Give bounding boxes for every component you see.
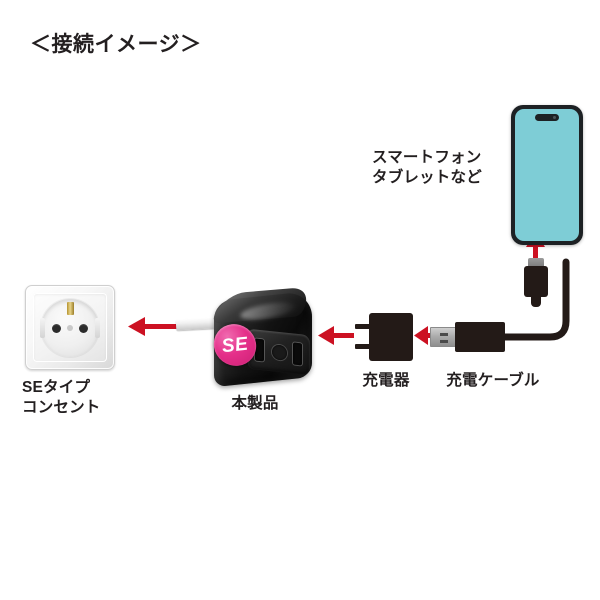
usb-a-contact-bottom	[440, 340, 448, 343]
outlet-ground-clip-right	[95, 317, 100, 338]
cable-label: 充電ケーブル	[446, 372, 540, 389]
se-badge-text: SE	[220, 333, 250, 357]
charger-icon	[355, 313, 413, 361]
charger-prong-top	[355, 324, 371, 329]
usb-a-connector-icon	[430, 322, 505, 352]
phone-camera-dot	[553, 116, 556, 119]
usb-c-connector-icon	[524, 258, 548, 310]
usb-a-housing	[455, 322, 505, 352]
product-socket-face	[248, 328, 310, 376]
product-socket-slot-right	[293, 342, 302, 366]
usb-c-metal-tip	[528, 258, 544, 267]
product-adapter-icon: SE	[170, 280, 316, 390]
outlet-center-dot	[67, 324, 73, 331]
arrow-product-to-outlet	[128, 317, 182, 336]
usb-c-housing	[524, 266, 548, 297]
smartphone-icon	[511, 105, 583, 245]
usb-a-metal-shell	[430, 327, 456, 347]
outlet-recess	[40, 298, 100, 357]
phone-frame	[511, 105, 583, 245]
outlet-earth-pin-icon	[66, 301, 74, 315]
se-type-outlet-icon	[25, 285, 115, 370]
usb-c-strain-relief	[531, 295, 541, 307]
phone-screen	[515, 109, 579, 241]
outlet-hole-left	[52, 323, 61, 333]
charger-body	[369, 313, 413, 361]
charger-prong-bottom	[355, 344, 371, 349]
charger-label: 充電器	[362, 372, 410, 389]
outlet-hole-right	[79, 323, 88, 333]
phone-label: スマートフォン タブレットなど	[372, 149, 482, 186]
arrow-charger-to-product	[318, 326, 354, 345]
product-socket-slot-left	[255, 338, 264, 362]
page-title: ＜接続イメージ＞	[30, 33, 202, 56]
outlet-ground-clip-left	[40, 317, 45, 338]
product-socket-round-recess	[271, 344, 287, 361]
outlet-label: SEタイプ コンセント	[22, 379, 101, 416]
phone-dynamic-island	[535, 114, 559, 121]
usb-a-contact-top	[440, 333, 448, 336]
outlet-plate	[25, 285, 115, 370]
product-label: 本製品	[231, 395, 279, 412]
